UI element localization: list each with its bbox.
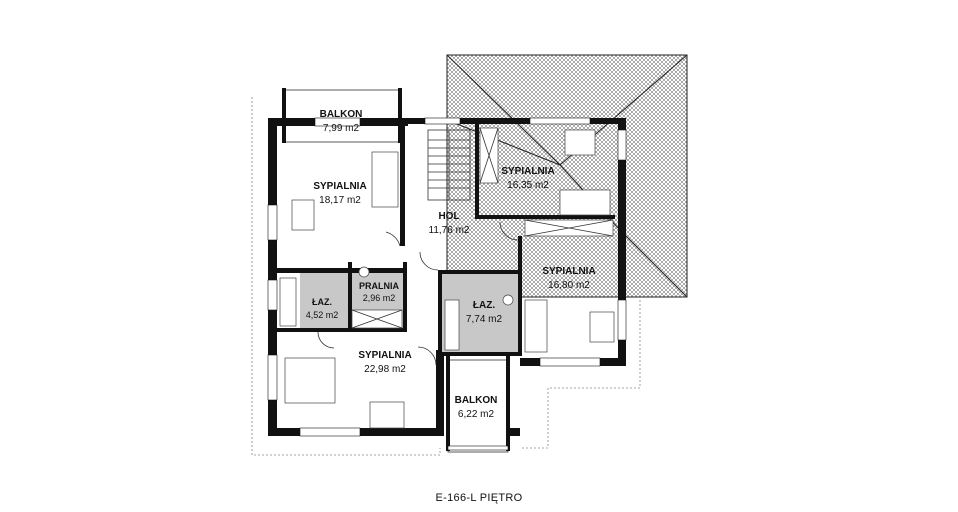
room-area: 4,52 m2: [306, 310, 339, 320]
outer-walls: [267, 117, 627, 437]
room-name: SYPIALNIA: [313, 181, 366, 192]
room-area: 16,35 m2: [507, 180, 549, 191]
inner-walls: [277, 124, 615, 356]
plan-caption: E-166-L PIĘTRO: [435, 492, 523, 504]
room-label-balkon-top: BALKON 7,99 m2: [320, 109, 363, 134]
room-name: SYPIALNIA: [501, 166, 554, 177]
room-name: ŁAZ.: [473, 300, 495, 311]
room-label-sypialnia-4: SYPIALNIA 22,98 m2: [358, 350, 411, 375]
staircase: [427, 129, 471, 201]
room-label-sypialnia-1: SYPIALNIA 18,17 m2: [313, 181, 366, 206]
room-name: BALKON: [320, 109, 363, 120]
furniture: [279, 129, 615, 429]
terrace-outline: [251, 97, 641, 456]
room-area: 18,17 m2: [319, 195, 361, 206]
room-area: 6,22 m2: [458, 409, 495, 420]
room-name: PRALNIA: [359, 281, 399, 291]
room-area: 22,98 m2: [364, 364, 406, 375]
doors: [317, 221, 519, 366]
room-label-balkon-bottom: BALKON 6,22 m2: [455, 395, 498, 420]
balcony-bottom: [446, 356, 520, 453]
room-label-laz-small: ŁAZ. 4,52 m2: [306, 297, 339, 320]
room-area: 16,80 m2: [548, 280, 590, 291]
room-name: HOL: [438, 211, 459, 222]
room-label-hol: HOL 11,76 m2: [429, 211, 470, 236]
room-area: 2,96 m2: [363, 293, 396, 303]
room-name: BALKON: [455, 395, 498, 406]
room-label-pralnia: PRALNIA 2,96 m2: [359, 281, 399, 303]
wardrobes: [351, 127, 614, 329]
room-label-sypialnia-3: SYPIALNIA 16,80 m2: [542, 266, 595, 291]
room-name: SYPIALNIA: [542, 266, 595, 277]
laz-small-floor: [300, 273, 348, 328]
room-label-laz-big: ŁAZ. 7,74 m2: [466, 300, 503, 325]
room-name: ŁAZ.: [312, 297, 332, 307]
room-area: 7,99 m2: [323, 123, 360, 134]
balcony-top: [282, 88, 402, 143]
room-name: SYPIALNIA: [358, 350, 411, 361]
room-label-sypialnia-2: SYPIALNIA 16,35 m2: [501, 166, 554, 191]
room-area: 11,76 m2: [429, 225, 470, 236]
room-area: 7,74 m2: [466, 314, 503, 325]
